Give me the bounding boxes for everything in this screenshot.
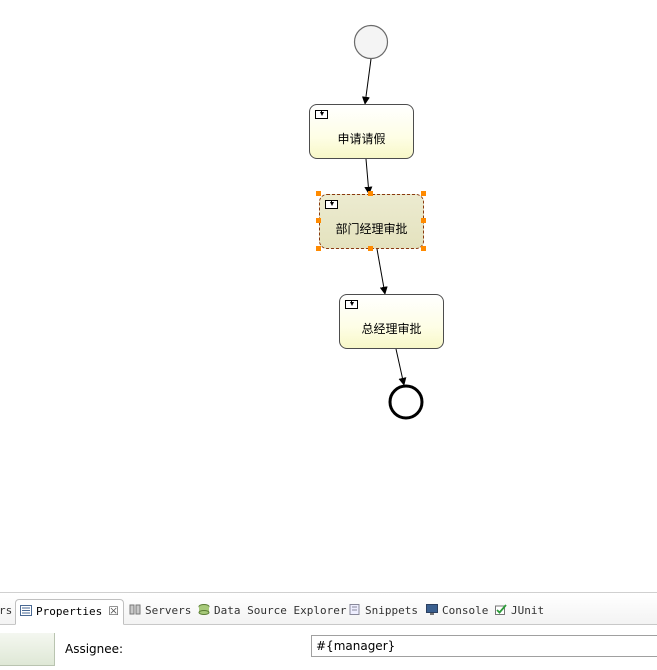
console-icon — [426, 603, 438, 615]
task-label: 总经理审批 — [361, 322, 422, 336]
task-label: 部门经理审批 — [335, 222, 408, 236]
tab-label: Servers — [145, 604, 192, 617]
close-icon[interactable]: ☒ — [108, 604, 119, 618]
sequence-flow-apply-to-dept[interactable] — [364, 158, 373, 195]
tab-junit[interactable]: JUnit — [495, 602, 544, 620]
selection-handle-s[interactable] — [368, 246, 373, 251]
assignee-label: Assignee: — [65, 642, 124, 656]
start-event[interactable] — [353, 24, 389, 60]
process-diagram-canvas[interactable]: 申请请假 部门经理审批 总经理审批 — [0, 0, 657, 592]
sequence-flow-start-to-apply[interactable] — [361, 58, 372, 105]
selection-handle-sw[interactable] — [316, 246, 321, 251]
tab-label: JUnit — [511, 604, 545, 617]
selection-handle-se[interactable] — [421, 246, 426, 251]
tab-label: Data Source Explorer — [214, 604, 347, 617]
tab-data-source-explorer[interactable]: Data Source Explorer — [198, 602, 346, 620]
sequence-flow-gm-to-end[interactable] — [395, 348, 407, 386]
diagram-connectors — [353, 24, 424, 420]
tab-truncated[interactable]: rs — [0, 602, 12, 620]
snippets-icon — [349, 603, 361, 615]
junit-icon — [495, 603, 507, 615]
properties-icon — [20, 602, 32, 616]
selection-handle-ne[interactable] — [421, 191, 426, 196]
tab-properties[interactable]: Properties ☒ — [15, 599, 124, 625]
tab-snippets[interactable]: Snippets — [349, 602, 418, 620]
tab-label: Snippets — [365, 604, 418, 617]
user-task-dept-manager-approval[interactable]: 部门经理审批 — [319, 194, 424, 249]
user-task-general-manager-approval[interactable]: 总经理审批 — [339, 294, 444, 349]
tab-label: Console — [442, 604, 489, 617]
user-task-icon — [345, 300, 358, 309]
user-task-icon — [315, 110, 328, 119]
sequence-flow-dept-to-gm[interactable] — [376, 248, 388, 295]
views-panel: rs Properties ☒ Servers Data Source Explo… — [0, 592, 657, 670]
data-source-icon — [198, 603, 210, 615]
selection-handle-nw[interactable] — [316, 191, 321, 196]
task-label: 申请请假 — [337, 132, 386, 146]
selection-handle-e[interactable] — [421, 218, 426, 223]
properties-row-assignee: Assignee: — [0, 633, 657, 666]
tab-servers[interactable]: Servers — [129, 602, 191, 620]
assignee-input[interactable] — [311, 635, 657, 657]
tab-label: Properties — [36, 605, 103, 618]
properties-section-tab[interactable] — [0, 633, 55, 666]
tab-console[interactable]: Console — [426, 602, 488, 620]
user-task-apply-leave[interactable]: 申请请假 — [309, 104, 414, 159]
selection-handle-w[interactable] — [316, 218, 321, 223]
views-tab-bar: rs Properties ☒ Servers Data Source Explo… — [0, 594, 657, 625]
end-event[interactable] — [388, 384, 424, 420]
selection-handle-n[interactable] — [368, 191, 373, 196]
user-task-icon — [325, 200, 338, 209]
tab-label: rs — [0, 604, 13, 617]
servers-icon — [129, 603, 141, 615]
